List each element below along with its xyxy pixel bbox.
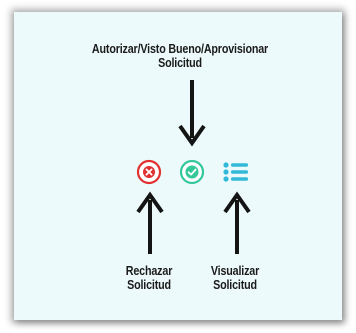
approve-annotation-label: Autorizar/Visto Bueno/Aprovisionar Solic… — [85, 42, 274, 70]
screenshot-frame — [14, 12, 342, 320]
view-annotation-label: Visualizar Solicitud — [196, 264, 273, 292]
down-arrow — [178, 80, 206, 147]
up-arrow-right — [223, 191, 251, 254]
reject-annotation-line1: Rechazar — [125, 264, 173, 278]
reject-icon[interactable] — [136, 159, 162, 185]
up-arrow-left — [136, 191, 164, 254]
reject-annotation-label: Rechazar Solicitud — [110, 264, 187, 292]
view-annotation-line2: Solicitud — [213, 278, 257, 292]
reject-annotation-line2: Solicitud — [127, 278, 171, 292]
view-annotation-line1: Visualizar — [210, 264, 260, 278]
view-list-icon[interactable] — [222, 160, 250, 184]
approve-icon[interactable] — [179, 159, 205, 185]
approve-annotation-line1: Autorizar/Visto Bueno/Aprovisionar — [91, 42, 269, 56]
approve-annotation-line2: Solicitud — [158, 56, 202, 70]
